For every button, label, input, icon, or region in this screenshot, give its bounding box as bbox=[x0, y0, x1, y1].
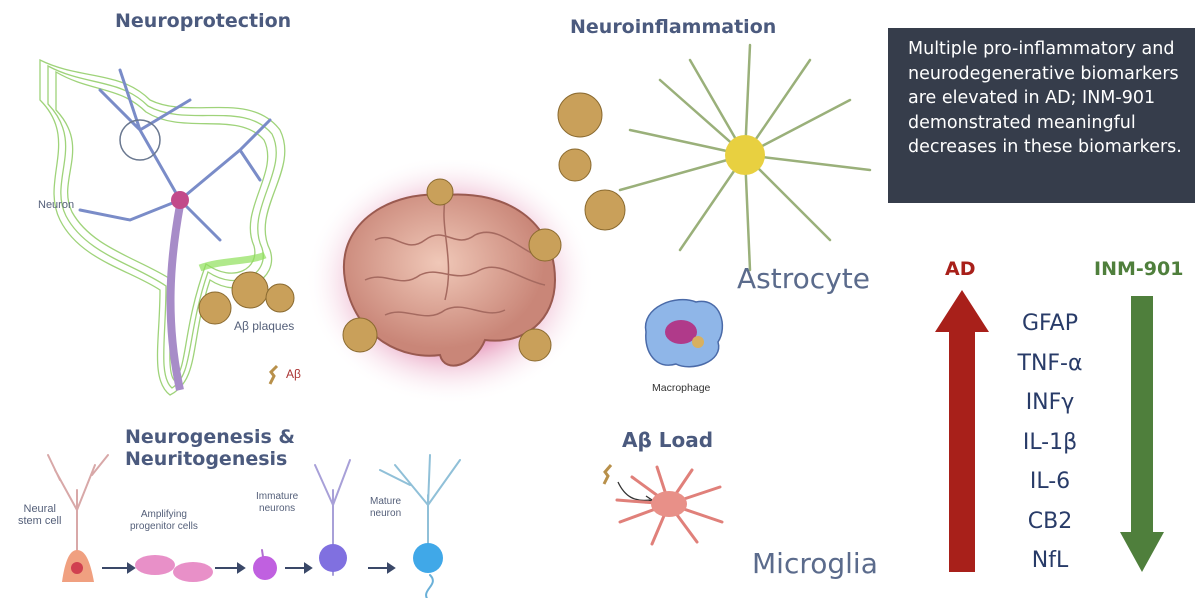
macrophage-label: Macrophage bbox=[652, 382, 711, 394]
neurogenesis-title: Neurogenesis & Neuritogenesis bbox=[125, 426, 295, 470]
astrocyte-illustration bbox=[557, 43, 872, 272]
label-line: neurons bbox=[259, 503, 296, 514]
biomarker-item: IL-6 bbox=[1029, 469, 1071, 494]
ad-up-arrow-icon bbox=[935, 290, 989, 572]
label-line: Amplifying bbox=[140, 509, 187, 520]
brain-illustration bbox=[305, 160, 595, 405]
microglia-label: Microglia bbox=[752, 547, 878, 580]
immature-neurons-label: Immature neurons bbox=[256, 491, 298, 515]
label-line: Mature bbox=[370, 496, 402, 507]
neurogenesis-illustration bbox=[47, 454, 461, 598]
inm-901-label: INM-901 bbox=[1094, 258, 1184, 280]
neuroinflammation-title: Neuroinflammation bbox=[570, 16, 777, 38]
neuron-illustration bbox=[39, 58, 286, 396]
biomarker-list: GFAP TNF-α INFγ IL-1β IL-6 CB2 NfL bbox=[990, 304, 1110, 581]
neuroprotection-title: Neuroprotection bbox=[115, 10, 292, 32]
ab-plaques-icon bbox=[198, 271, 295, 325]
biomarker-item: NfL bbox=[1031, 548, 1069, 573]
biomarker-item: CB2 bbox=[1027, 508, 1073, 534]
label-line: progenitor cells bbox=[130, 521, 198, 532]
ab-fibril-icon bbox=[268, 364, 279, 385]
microglia-illustration bbox=[615, 465, 724, 546]
astrocyte-label: Astrocyte bbox=[737, 262, 870, 295]
biomarker-item: INFγ bbox=[1025, 390, 1075, 415]
neuron-label: Neuron bbox=[38, 199, 75, 211]
neural-stem-cell-label: Neural stem cell bbox=[18, 503, 61, 527]
label-line: Neural bbox=[23, 503, 56, 515]
ab-load-title: Aβ Load bbox=[622, 428, 714, 452]
info-box: Multiple pro-inflammatory and neurodegen… bbox=[888, 28, 1195, 203]
mature-neuron-label: Mature neuron bbox=[370, 496, 401, 520]
label-line: Immature bbox=[256, 491, 299, 502]
inm-901-down-arrow-icon bbox=[1120, 296, 1164, 572]
ab-plaques-label: Aβ plaques bbox=[234, 319, 295, 333]
neurogenesis-title-line1: Neurogenesis & bbox=[125, 426, 295, 448]
amplifying-progenitor-label: Amplifying progenitor cells bbox=[130, 509, 198, 533]
macrophage-illustration bbox=[644, 298, 724, 368]
ad-label: AD bbox=[945, 258, 976, 280]
label-line: stem cell bbox=[18, 515, 62, 527]
biomarker-item: TNF-α bbox=[1017, 350, 1083, 376]
biomarker-item: GFAP bbox=[1022, 311, 1078, 336]
neurogenesis-title-line2: Neuritogenesis bbox=[125, 448, 288, 470]
label-line: neuron bbox=[370, 508, 402, 519]
ab-label: Aβ bbox=[286, 367, 301, 381]
biomarker-item: IL-1β bbox=[1022, 429, 1078, 455]
